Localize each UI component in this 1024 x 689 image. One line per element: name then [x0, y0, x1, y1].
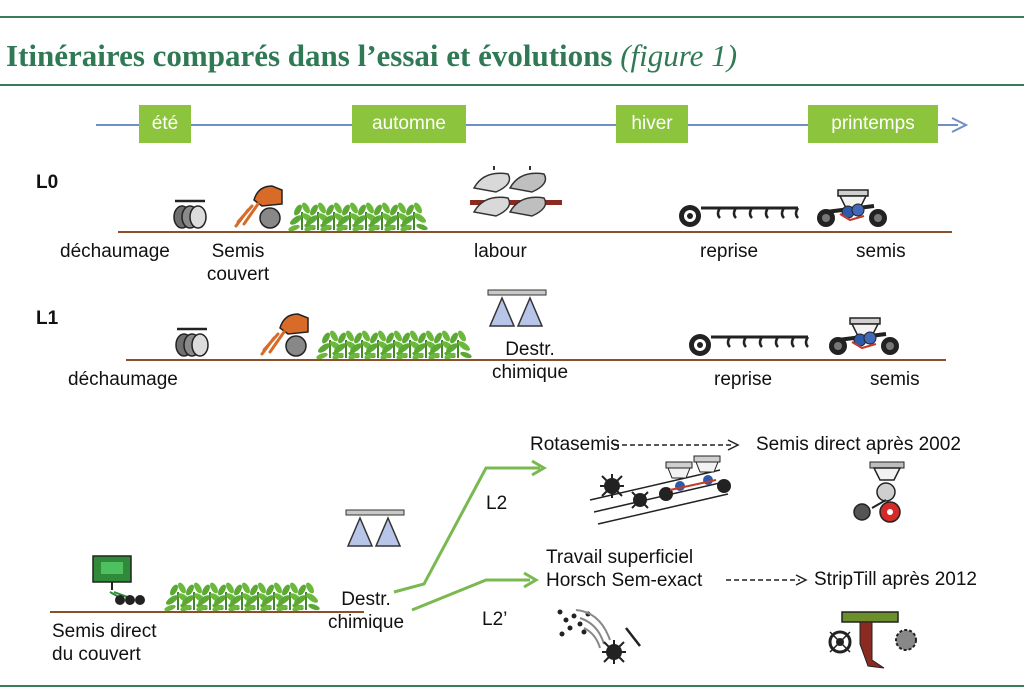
title-subtitle: (figure 1): [620, 38, 738, 73]
evolution-arrowhead: [727, 439, 740, 451]
step-label-dechaumage: déchaumage: [68, 369, 178, 390]
cover-crop-icon: [286, 200, 430, 234]
step-label-line: couvert: [206, 264, 270, 285]
sprayer-icon: [345, 509, 405, 547]
row-label-l1: L1: [36, 308, 59, 329]
step-label-destr-chimique: Destr. chimique: [482, 338, 578, 384]
step-label-line: Destr.: [505, 339, 555, 360]
title-text: Itinéraires comparés dans l’essai et évo…: [6, 38, 613, 73]
label-line: Horsch Sem-exact: [546, 570, 703, 591]
step-label-line: Semis direct: [52, 621, 157, 642]
step-label-line: chimique: [491, 362, 569, 383]
branch-arrow-l2: [393, 466, 540, 594]
cover-crop-icon: [314, 328, 474, 362]
disc-harrow-icon: [174, 327, 210, 358]
label-semis-direct-2002: Semis direct après 2002: [756, 434, 961, 455]
figure-title: Itinéraires comparés dans l’essai et évo…: [6, 38, 737, 74]
season-hiver: hiver: [616, 105, 688, 143]
top-rule: [0, 16, 1024, 18]
season-printemps: printemps: [808, 105, 938, 143]
step-label-labour: labour: [474, 241, 527, 262]
label-striptill-2012: StripTill après 2012: [814, 569, 977, 590]
step-label-line: Destr.: [341, 589, 391, 610]
label-rotasemis: Rotasemis: [530, 434, 620, 455]
plough-icon: [469, 165, 563, 217]
evolution-arrowhead: [795, 574, 808, 586]
label-line: Travail superficiel: [546, 547, 694, 568]
direct-seeder-icon: [92, 555, 145, 605]
step-label-reprise: reprise: [714, 369, 773, 390]
cover-seeder-icon: [260, 312, 310, 358]
bottom-rule: [0, 685, 1024, 687]
branch-label-l2: L2: [486, 493, 508, 514]
branch-arrowhead-l2-prime: [523, 571, 539, 589]
label-travail-superficiel: Travail superficiel Horsch Sem-exact: [546, 546, 702, 592]
cover-crop-icon: [162, 580, 322, 614]
step-label-dechaumage: déchaumage: [60, 241, 170, 262]
step-label-semis: semis: [870, 369, 920, 390]
direct-drill-unit-icon: [853, 461, 905, 523]
step-label-line: du couvert: [52, 644, 141, 665]
step-label-destr-chimique: Destr. chimique: [318, 588, 414, 634]
harrow-icon: [677, 203, 800, 229]
step-label-semis-direct-couvert: Semis direct du couvert: [52, 620, 157, 666]
step-label-line: chimique: [327, 612, 405, 633]
branch-arrowhead-l2: [531, 459, 547, 477]
rotasemis-icon: [589, 455, 731, 525]
disc-harrow-icon: [172, 199, 208, 230]
row-label-l0: L0: [36, 172, 59, 193]
step-label-reprise: reprise: [700, 241, 759, 262]
step-label-semis-couvert: Semis couvert: [200, 240, 276, 286]
harrow-icon: [687, 332, 810, 358]
season-automne: automne: [352, 105, 466, 143]
title-rule: [0, 84, 1024, 86]
step-label-semis: semis: [856, 241, 906, 262]
timeline-arrowhead: [951, 117, 969, 133]
seed-drill-icon: [827, 316, 901, 357]
horsch-tine-icon: [557, 609, 641, 664]
seed-drill-icon: [815, 188, 889, 229]
striptill-icon: [828, 611, 917, 669]
sprayer-icon: [487, 289, 547, 327]
season-ete: été: [139, 105, 191, 143]
step-label-line: Semis: [211, 241, 265, 262]
branch-label-l2-prime: L2’: [482, 609, 508, 630]
cover-seeder-icon: [234, 184, 284, 230]
branch-arrow-l2-prime: [411, 578, 530, 612]
